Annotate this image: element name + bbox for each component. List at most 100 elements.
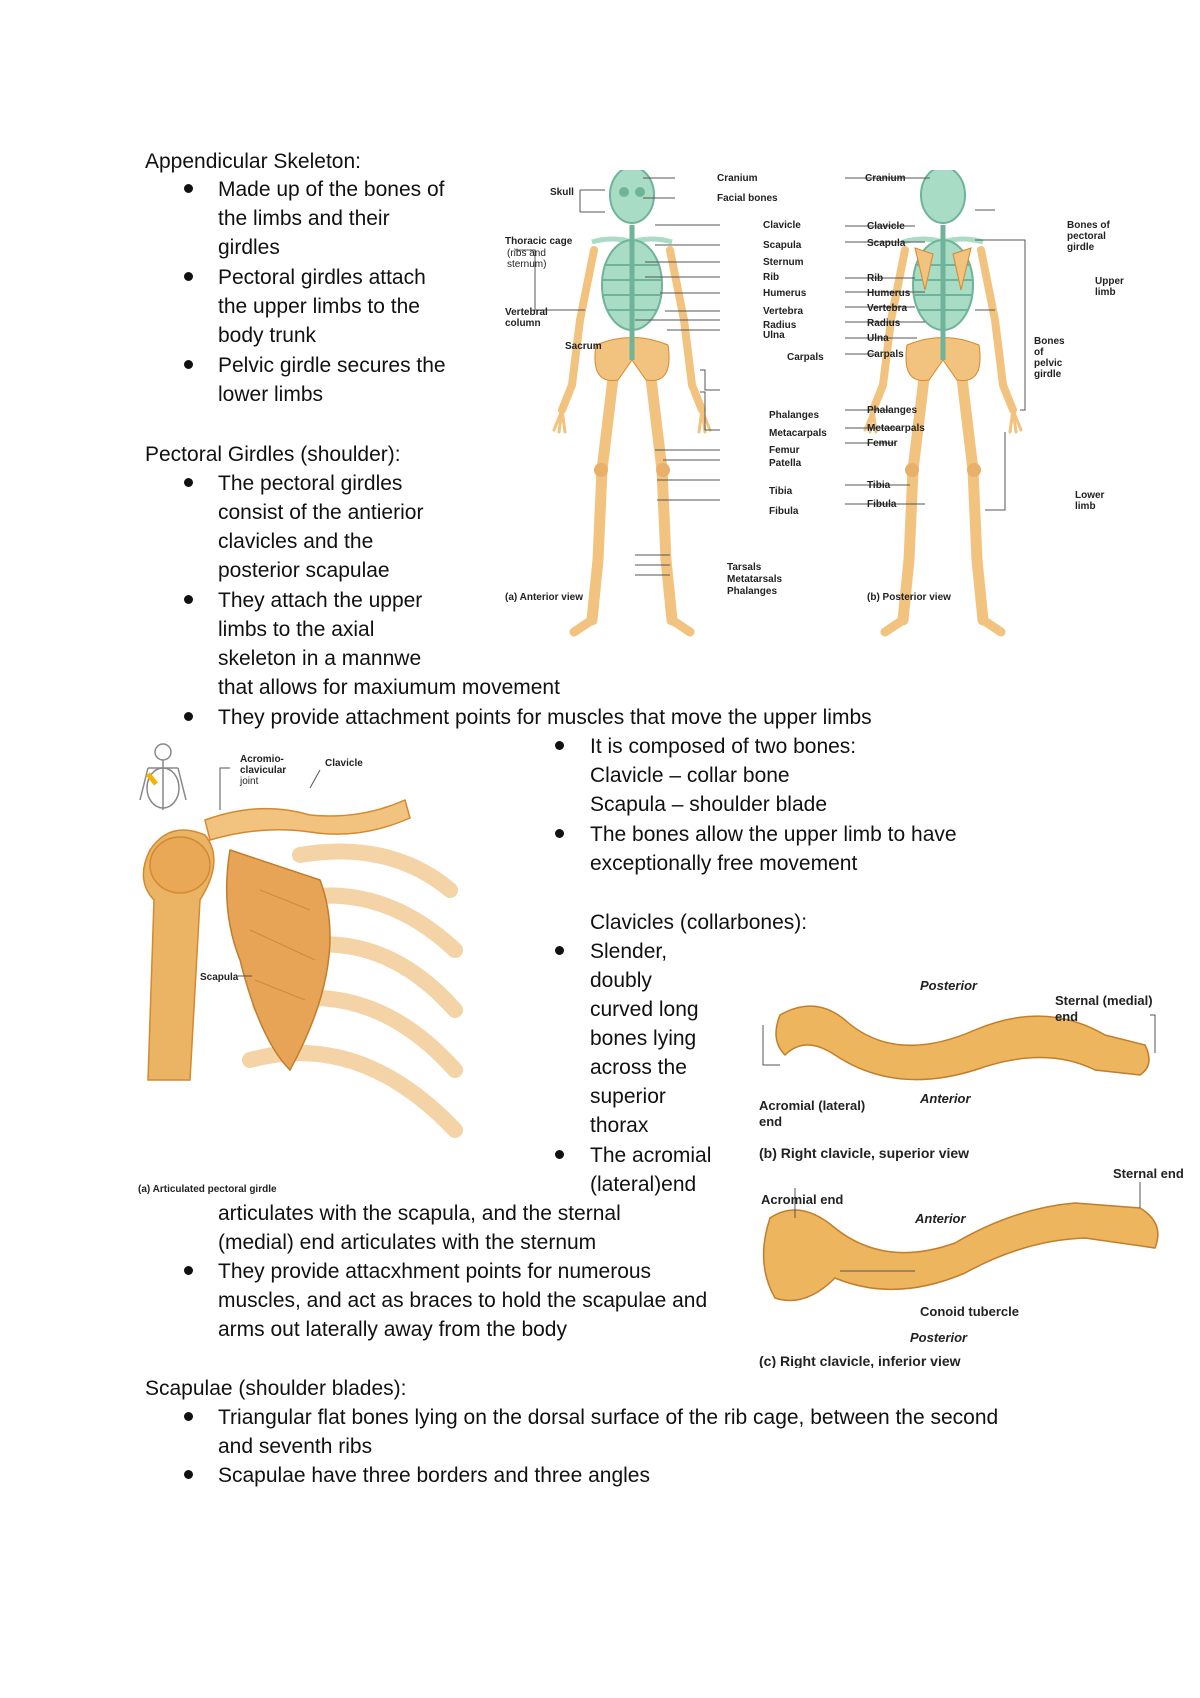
clav-bullet-3-line-3: arms out laterally away from the body [218, 1318, 567, 1341]
label-pectoral-girdle-1: Bones of [1067, 220, 1110, 231]
scapulae-heading: Scapulae (shoulder blades): [145, 1377, 407, 1400]
appendicular-heading: Appendicular Skeleton: [145, 150, 361, 173]
clav-bullet-2-line-2: (lateral)end [590, 1173, 697, 1196]
app-bullet-2-line-2: the upper limbs to the [218, 295, 420, 318]
shoulder-figure: Acromio- clavicular joint Clavicle Scapu… [138, 743, 463, 1195]
clav-bullet-3-line-2: muscles, and act as braces to hold the s… [218, 1289, 708, 1312]
label-tibia-a: Tibia [769, 486, 793, 497]
clavicle-superior-bone [775, 1005, 1150, 1081]
pec-bullet-1-line-4: posterior scapulae [218, 559, 390, 582]
label-facial-bones: Facial bones [717, 193, 778, 204]
label-posterior-superior: Posterior [920, 978, 978, 993]
humerus [142, 829, 215, 1081]
pec-bullet-2-line-1: They attach the upper [218, 589, 423, 612]
pec-bullet-4-line-2: Clavicle – collar bone [590, 764, 790, 787]
caption-shoulder: (a) Articulated pectoral girdle [138, 1184, 277, 1195]
label-phalanges-p: Phalanges [867, 405, 917, 416]
pec-bullet-1-line-2: consist of the antierior [218, 501, 424, 524]
label-scapula-shoulder: Scapula [200, 972, 239, 983]
bullet [184, 478, 193, 487]
pec-bullet-1-line-1: The pectoral girdles [218, 472, 403, 495]
label-ac-joint-2: clavicular [240, 765, 286, 776]
label-ulna-a: Ulna [763, 330, 785, 341]
label-sternum: Sternum [763, 257, 804, 268]
label-femur-p: Femur [867, 438, 898, 449]
label-cranium-a: Cranium [717, 173, 758, 184]
pectoral-heading: Pectoral Girdles (shoulder): [145, 443, 401, 466]
label-anterior-superior: Anterior [919, 1091, 972, 1106]
caption-posterior: (b) Posterior view [867, 592, 951, 603]
label-carpals-p: Carpals [867, 349, 904, 360]
label-skull: Skull [550, 187, 574, 198]
label-sternal-end: Sternal end [1113, 1168, 1184, 1181]
label-tibia-p: Tibia [867, 480, 891, 491]
label-pelvic-girdle-4: girdle [1034, 369, 1062, 380]
label-carpals-a: Carpals [787, 352, 824, 363]
posterior-skeleton [865, 170, 1021, 632]
bullet [184, 1266, 193, 1275]
clav-bullet-3-line-1: They provide attacxhment points for nume… [218, 1260, 652, 1283]
label-pectoral-girdle-2: pectoral [1067, 231, 1106, 242]
bullet [184, 184, 193, 193]
bullet [555, 829, 564, 838]
label-ac-joint-1: Acromio- [240, 754, 284, 765]
pec-bullet-1-line-3: clavicles and the [218, 530, 374, 553]
label-conoid-tubercle: Conoid tubercle [920, 1304, 1019, 1319]
pec-bullet-5-line-1: The bones allow the upper limb to have [590, 823, 957, 846]
label-vertebral-column-1: Vertebral [505, 307, 548, 318]
bullet [184, 272, 193, 281]
label-acromial-end: Acromial end [761, 1192, 843, 1207]
clav-bullet-2-line-4: (medial) end articulates with the sternu… [218, 1231, 597, 1254]
clavicles-heading: Clavicles (collarbones): [590, 911, 808, 934]
label-metacarpals-a: Metacarpals [769, 428, 827, 439]
label-scapula-p: Scapula [867, 238, 906, 249]
label-vertebra-p: Vertebra [867, 303, 907, 314]
label-acromial-lateral-2: end [759, 1114, 782, 1129]
label-metacarpals-p: Metacarpals [867, 423, 925, 434]
clavicle-bone [204, 798, 411, 841]
label-tarsals: Tarsals [727, 562, 762, 573]
label-thoracic-sub-2: sternum) [507, 259, 546, 270]
clav-bullet-1-line-6: superior [590, 1085, 666, 1108]
scap-bullet-1-line-1: Triangular flat bones lying on the dorsa… [218, 1406, 999, 1429]
label-femur-a: Femur [769, 445, 800, 456]
label-pelvic-girdle-2: of [1034, 347, 1044, 358]
label-sacrum: Sacrum [565, 341, 602, 352]
caption-clavicle-inferior: (c) Right clavicle, inferior view [759, 1353, 961, 1368]
label-lower-limb-1: Lower [1075, 490, 1105, 501]
label-clavicle-shoulder: Clavicle [325, 758, 363, 769]
pec-bullet-2-line-4: that allows for maxiumum movement [218, 676, 560, 699]
clav-bullet-1-line-2: doubly [590, 969, 652, 992]
pec-bullet-2-line-3: skeleton in a mannwe [218, 647, 422, 670]
label-thoracic-cage: Thoracic cage [505, 236, 573, 247]
label-humerus-a: Humerus [763, 288, 807, 299]
label-anterior-inferior: Anterior [914, 1211, 967, 1226]
bullet [184, 712, 193, 721]
app-bullet-3-line-1: Pelvic girdle secures the [218, 354, 446, 377]
caption-clavicle-superior: (b) Right clavicle, superior view [759, 1145, 969, 1161]
scapula [225, 849, 331, 1072]
pec-bullet-4-line-3: Scapula – shoulder blade [590, 793, 828, 816]
label-pelvic-girdle-1: Bones [1034, 336, 1065, 347]
scap-bullet-2: Scapulae have three borders and three an… [218, 1464, 650, 1487]
clav-bullet-2-line-1: The acromial [590, 1144, 712, 1167]
app-bullet-3-line-2: lower limbs [218, 383, 324, 406]
label-sternal-medial-2: end [1055, 1009, 1078, 1024]
pec-bullet-5-line-2: exceptionally free movement [590, 852, 858, 875]
pec-bullet-3: They provide attachment points for muscl… [218, 706, 872, 729]
clav-bullet-1-line-7: thorax [590, 1114, 649, 1137]
app-bullet-2-line-1: Pectoral girdles attach [218, 266, 426, 289]
thumbnail-skeleton [139, 743, 187, 810]
bullet [184, 1412, 193, 1421]
label-pelvic-girdle-3: pelvic [1034, 358, 1063, 369]
bullet [184, 595, 193, 604]
clavicle-inferior-bone [762, 1202, 1159, 1302]
label-posterior-inferior: Posterior [910, 1330, 968, 1345]
skeleton-figure: Skull Cranium Facial bones Thoracic cage… [505, 170, 1124, 648]
clav-bullet-1-line-4: bones lying [590, 1027, 697, 1050]
label-upper-limb-2: limb [1095, 287, 1116, 298]
label-clavicle-a: Clavicle [763, 220, 801, 231]
label-radius-a: Radius [763, 320, 797, 331]
bullet [555, 741, 564, 750]
label-ulna-p: Ulna [867, 333, 889, 344]
